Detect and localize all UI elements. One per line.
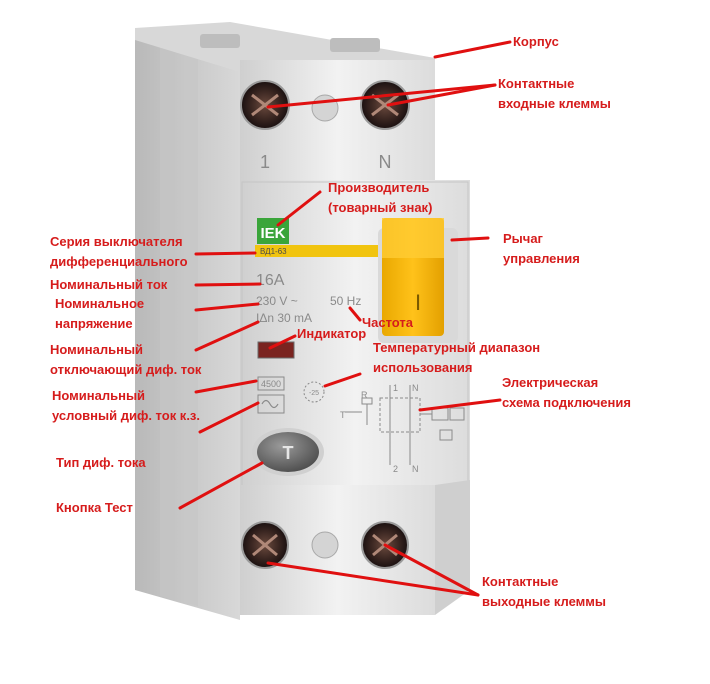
- label-manufacturer: Производитель (товарный знак): [328, 178, 432, 218]
- label-rated-diff-line1: Номинальный: [50, 342, 144, 357]
- label-frequency: Частота: [362, 313, 413, 333]
- label-rated-current-text: Номинальный ток: [50, 277, 168, 292]
- label-test-button: Кнопка Тест: [56, 498, 133, 518]
- label-rated-diff-line2: отключающий диф. ток: [50, 362, 202, 377]
- label-temp-range-line1: Температурный диапазон: [373, 340, 541, 355]
- label-temp-range: Температурный диапазон использования: [373, 338, 540, 378]
- temperature-value: -25: [309, 390, 319, 397]
- series-strip: ВД1-63: [255, 245, 385, 257]
- label-rated-diff: Номинальный отключающий диф. ток: [50, 340, 201, 380]
- arrow-indicator: [268, 334, 297, 350]
- ratings: 16A 230 V ~ IΔn 30 mA 50 Hz: [256, 272, 361, 325]
- label-rated-current: Номинальный ток: [50, 275, 167, 295]
- label-diff-type: Тип диф. тока: [56, 453, 146, 473]
- label-conditional: Номинальный условный диф. ток к.з.: [52, 386, 200, 426]
- label-output-terminals: Контактные выходные клеммы: [482, 572, 606, 612]
- frequency-rating: 50 Hz: [330, 294, 361, 308]
- arrow-test: [178, 461, 264, 510]
- arrow-korpus: [433, 40, 512, 59]
- arrow-frequency: [348, 306, 362, 322]
- arrow-output-right: [383, 543, 480, 597]
- wiring-scheme: 1 N 2 N R T: [340, 383, 465, 474]
- arrow-conditional: [194, 379, 258, 394]
- arrow-diff-type: [198, 401, 260, 434]
- diff-current-rating: IΔn 30 mA: [256, 311, 312, 325]
- voltage-rating: 230 V ~: [256, 294, 298, 308]
- arrow-lever: [450, 236, 490, 242]
- test-button-label: T: [283, 443, 294, 463]
- terminal-label-n: N: [379, 152, 392, 172]
- terminal-label-1: 1: [260, 152, 270, 172]
- current-rating: 16A: [256, 272, 285, 289]
- arrow-voltage: [194, 302, 260, 312]
- control-lever[interactable]: I: [378, 218, 458, 343]
- label-temp-range-line2: использования: [373, 360, 473, 375]
- label-indicator-text: Индикатор: [297, 326, 367, 341]
- label-korpus: Корпус: [513, 32, 559, 52]
- label-scheme-line2: схема подключения: [502, 395, 631, 410]
- label-scheme-line1: Электрическая: [502, 375, 599, 390]
- output-terminals: [241, 521, 409, 569]
- temperature-icon: -25: [303, 381, 325, 403]
- scheme-n2: N: [412, 464, 419, 474]
- arrow-series: [194, 251, 257, 256]
- label-lever-line2: управления: [503, 251, 580, 266]
- callout-arrows: [178, 40, 512, 597]
- label-series-line2: дифференциального: [50, 254, 188, 269]
- label-conditional-line2: условный диф. ток к.з.: [52, 408, 201, 423]
- scheme-l1: 1: [393, 383, 398, 393]
- arrow-input-right: [386, 83, 497, 107]
- label-output-terminals-line1: Контактные: [482, 574, 559, 589]
- arrow-manufacturer: [276, 190, 322, 227]
- label-lever: Рычаг управления: [503, 229, 580, 269]
- label-series: Серия выключателя дифференциального: [50, 232, 188, 272]
- label-rated-voltage: Номинальное напряжение: [55, 294, 144, 334]
- label-series-line1: Серия выключателя: [50, 234, 183, 249]
- short-circuit-value: 4500: [261, 379, 281, 389]
- label-manufacturer-line2: (товарный знак): [328, 200, 433, 215]
- arrow-input-left: [266, 83, 497, 109]
- arrow-output-left: [266, 561, 480, 597]
- arrow-temp: [323, 372, 362, 388]
- scheme-r: R: [361, 390, 368, 400]
- label-frequency-text: Частота: [362, 315, 414, 330]
- label-output-terminals-line2: выходные клеммы: [482, 594, 606, 609]
- label-input-terminals-line2: входные клеммы: [498, 96, 611, 111]
- label-input-terminals: Контактные входные клеммы: [498, 74, 611, 114]
- label-conditional-line1: Номинальный: [52, 388, 146, 403]
- test-button[interactable]: T: [252, 428, 324, 476]
- label-manufacturer-line1: Производитель: [328, 180, 430, 195]
- label-indicator: Индикатор: [297, 324, 366, 344]
- brand-text: IEK: [260, 225, 285, 242]
- label-rated-voltage-line2: напряжение: [55, 316, 133, 331]
- arrow-scheme: [418, 398, 502, 412]
- arrow-current: [194, 282, 262, 287]
- indicator-window: [257, 341, 295, 359]
- conditional-current-box: 4500: [257, 376, 285, 391]
- label-lever-line1: Рычаг: [503, 231, 543, 246]
- label-rated-voltage-line1: Номинальное: [55, 296, 145, 311]
- label-scheme: Электрическая схема подключения: [502, 373, 631, 413]
- scheme-n1: N: [412, 383, 419, 393]
- label-korpus-text: Корпус: [513, 34, 559, 49]
- scheme-l2: 2: [393, 464, 398, 474]
- scheme-t: T: [340, 410, 346, 420]
- label-diff-type-text: Тип диф. тока: [56, 455, 146, 470]
- arrow-diff: [194, 320, 260, 352]
- series-text: ВД1-63: [260, 247, 287, 256]
- lever-mark: I: [415, 290, 421, 315]
- label-test-button-text: Кнопка Тест: [56, 500, 133, 515]
- label-input-terminals-line1: Контактные: [498, 76, 575, 91]
